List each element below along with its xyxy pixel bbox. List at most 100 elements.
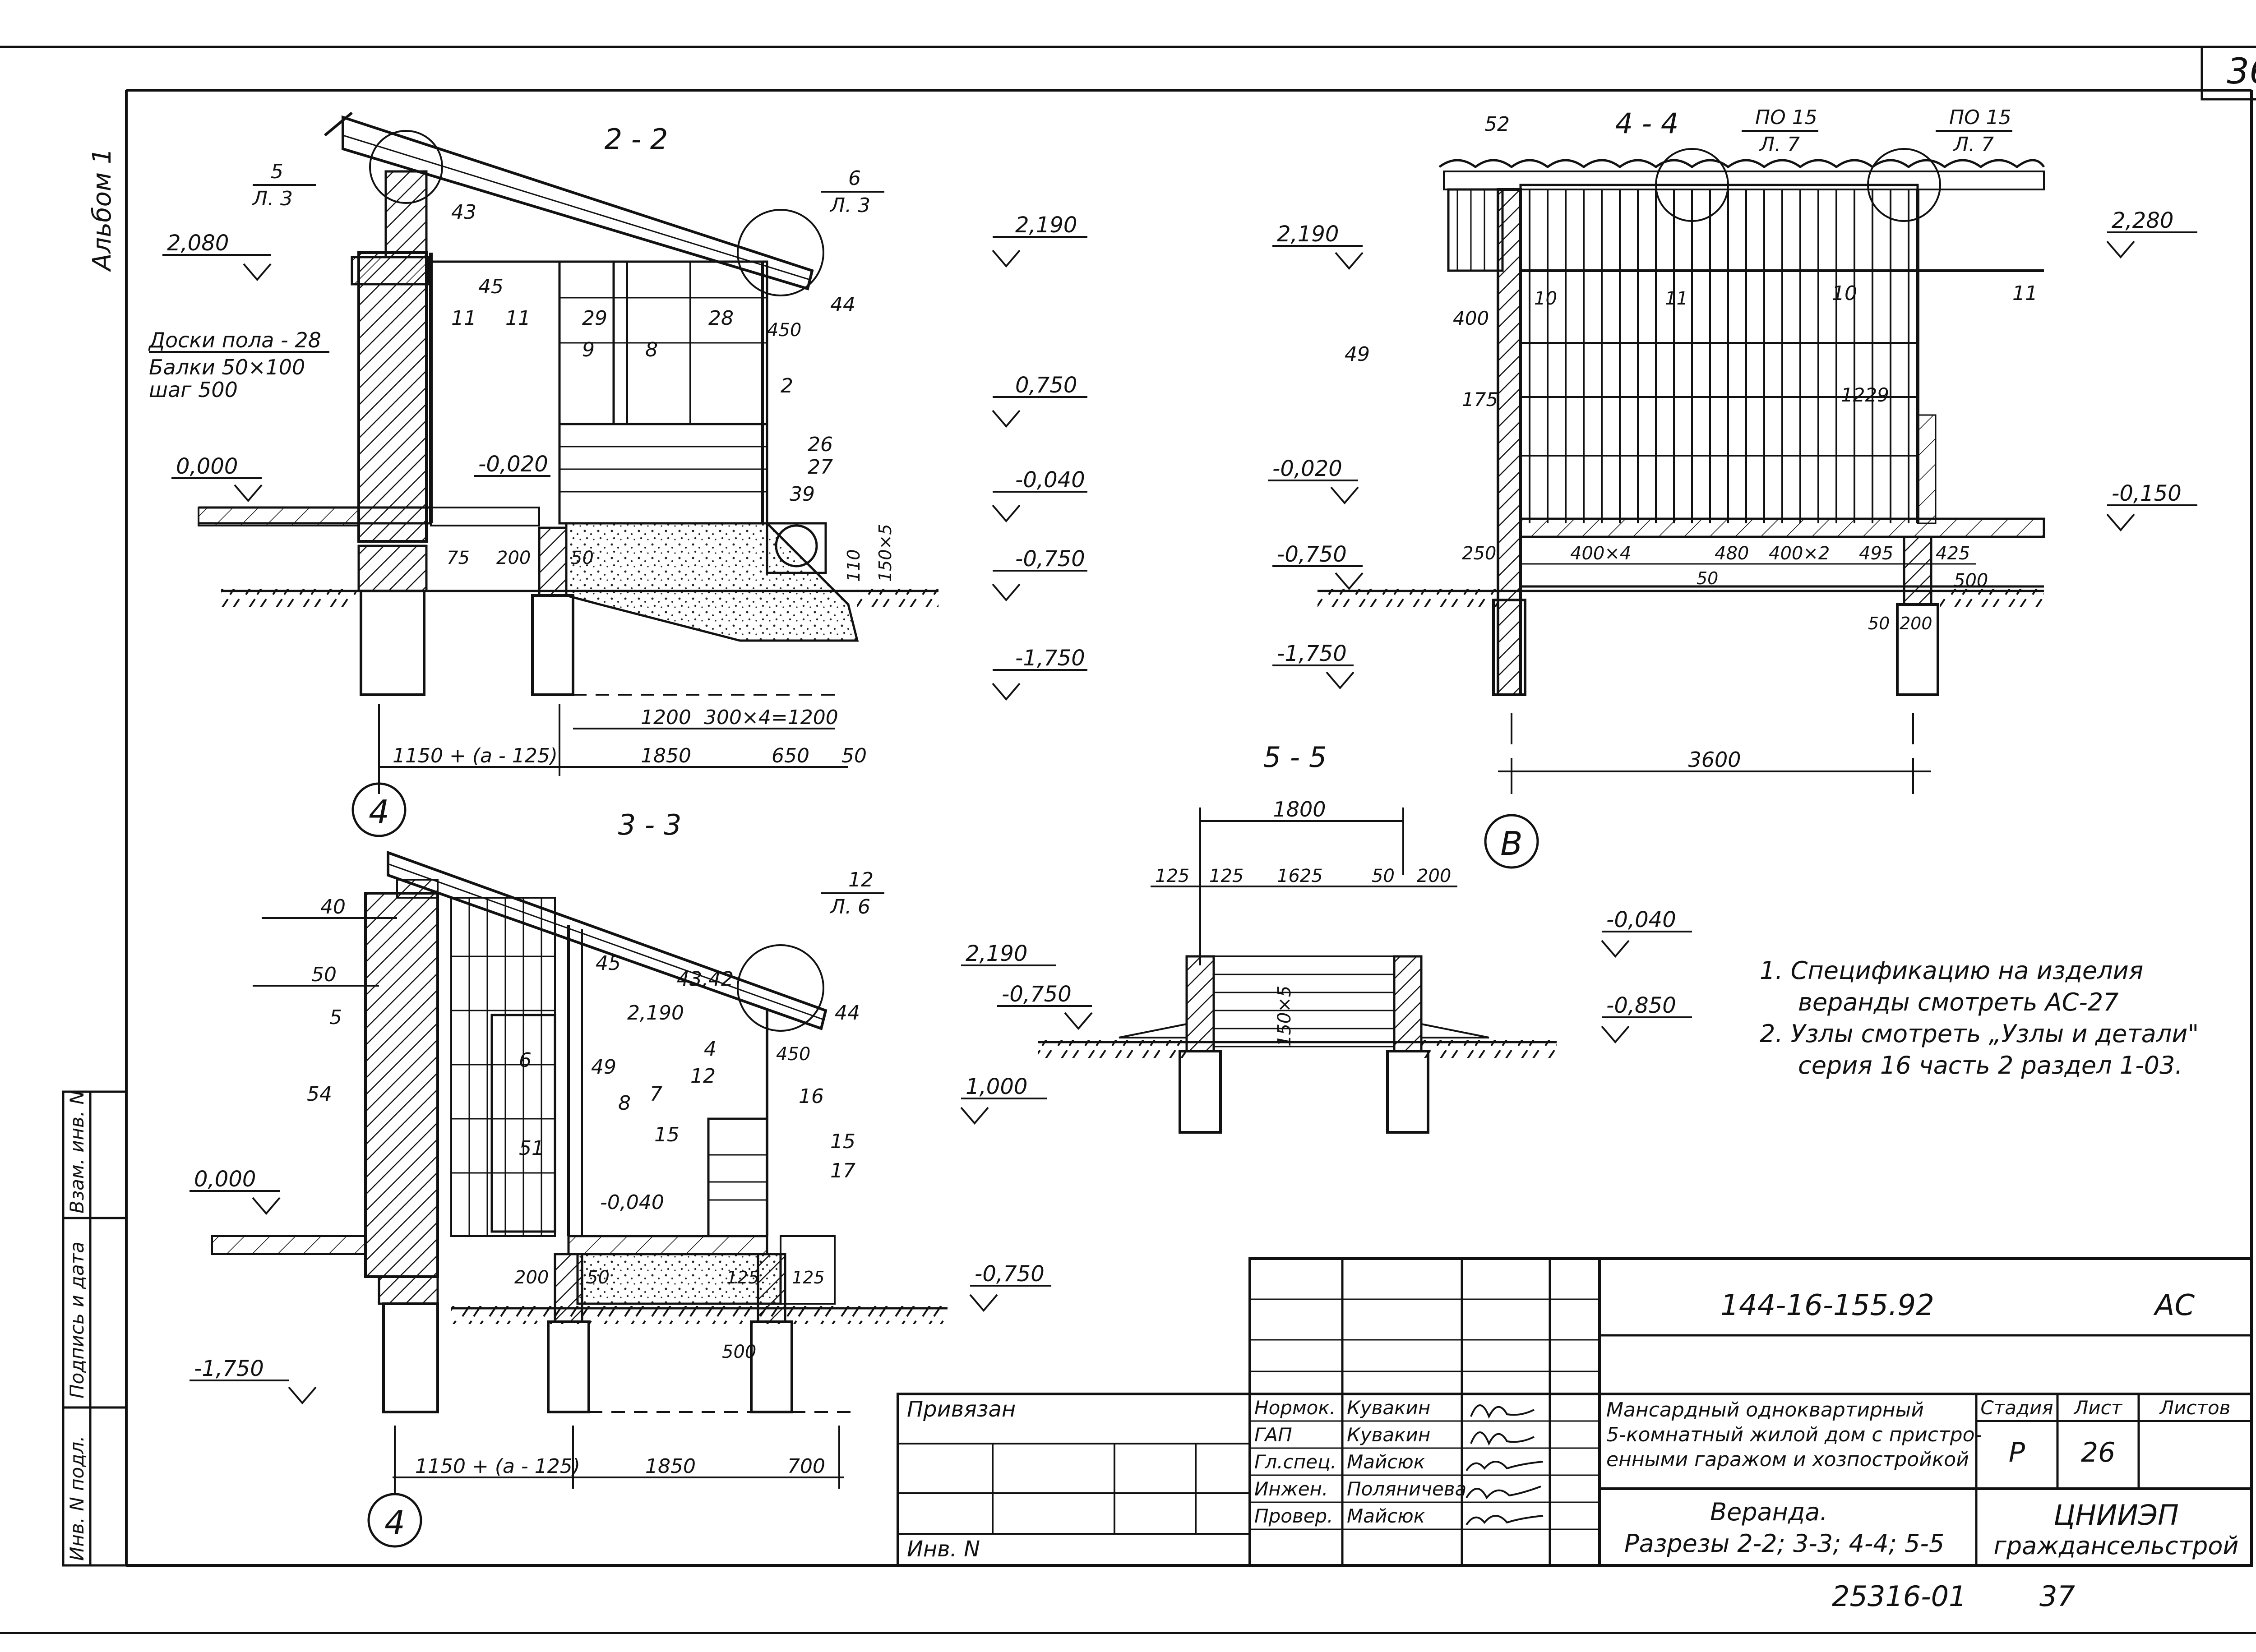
dim-480: 480 — [1715, 543, 1749, 564]
mark-11b-44: 11 — [2012, 282, 2038, 305]
mark-27: 27 — [808, 456, 833, 479]
level-0850-neg: -0,850 — [1606, 993, 1676, 1018]
level-0000-33: 0,000 — [194, 1167, 256, 1192]
callout-6-l3: 6 — [848, 167, 861, 190]
stamp-vzam-inv: Взам. инв. N — [66, 1090, 88, 1214]
mark-49: 49 — [1345, 343, 1370, 366]
level-0750-neg: -0,750 — [1015, 546, 1085, 572]
dim-150x5: 150×5 — [875, 524, 895, 582]
note-2-line-1: 2. Узлы смотреть „Узлы и детали" — [1760, 1020, 2199, 1048]
dim-1229: 1229 — [1841, 384, 1889, 406]
dim-200-33: 200 — [514, 1267, 549, 1288]
detail-circle-12-l6 — [737, 944, 824, 1032]
mark-43-42: 43,42 — [677, 968, 734, 991]
note-1-line-2: веранды смотреть АС-27 — [1798, 988, 2119, 1016]
callout-12-l6: 12 — [848, 868, 874, 891]
level-2190-44: 2,190 — [1277, 221, 1339, 247]
section-title-3-3: 3 - 3 — [618, 808, 682, 841]
mark-5-33: 5 — [329, 1006, 342, 1029]
level-0750n-55: -0,750 — [1002, 982, 1072, 1007]
dim-200-55: 200 — [1417, 866, 1451, 886]
level-1000: 1,000 — [966, 1074, 1027, 1099]
level-0020n-44: -0,020 — [1272, 456, 1342, 481]
project-line-1: Мансардный одноквартирный — [1606, 1398, 1924, 1421]
sheet-header: Лист — [2073, 1397, 2123, 1419]
dim-125a-55: 125 — [1155, 866, 1189, 886]
mark-50: 50 — [311, 963, 337, 986]
level-0040-neg: -0,040 — [1015, 467, 1085, 493]
dim-50-44a: 50 — [1697, 568, 1718, 588]
note-1-line-1: 1. Спецификацию на изделия — [1760, 956, 2143, 985]
page-number: 36 — [2227, 51, 2256, 92]
dim-175: 175 — [1462, 388, 1498, 411]
dim-425: 425 — [1936, 543, 1970, 564]
notes-block: 1. Спецификацию на изделия веранды смотр… — [1760, 956, 2199, 1080]
axis-4-bottom: 4 — [384, 1504, 405, 1541]
stamp-inv-podl: Инв. N подл. — [66, 1436, 88, 1561]
section-4-4: 4 - 4 — [1318, 107, 2045, 869]
name-prover: Майсюк — [1347, 1505, 1425, 1527]
dim-495: 495 — [1859, 543, 1893, 564]
mark-11b: 11 — [505, 307, 531, 330]
mark-28: 28 — [708, 307, 734, 330]
dim-400x2: 400×2 — [1769, 543, 1830, 564]
level-0750n-33: -0,750 — [975, 1261, 1045, 1287]
dim-125a-33: 125 — [726, 1268, 759, 1287]
levels-column-2-2: 2,190 0,750 -0,040 -0,750 -1,750 — [992, 212, 1087, 701]
mark-10b: 10 — [1832, 282, 1857, 305]
stage-value: Р — [2009, 1437, 2025, 1468]
mark-51: 51 — [519, 1137, 544, 1160]
name-glspec: Майсюк — [1347, 1451, 1425, 1473]
mark-11a: 11 — [451, 307, 476, 330]
side-stamp: Инв. N подл. Подпись и дата Взам. инв. N — [62, 1090, 128, 1567]
level-0750: 0,750 — [1015, 373, 1077, 398]
callout-po15-b: ПО 15 — [1949, 106, 2011, 129]
dim-1150a: 1150 + (а - 125) — [393, 744, 558, 767]
mark-6-33: 6 — [519, 1049, 532, 1072]
level-1750-neg: -1,750 — [1015, 646, 1085, 671]
detail-circle-step — [775, 524, 818, 568]
mark-12: 12 — [690, 1065, 716, 1088]
dim-110: 110 — [844, 549, 864, 582]
callout-5-l3-sheet: Л. 3 — [252, 187, 293, 210]
sheet-title: Веранда. — [1710, 1498, 1828, 1526]
dim-1625-55: 1625 — [1277, 866, 1323, 886]
stage-header: Стадия — [1980, 1397, 2053, 1419]
level-1750n-44: -1,750 — [1277, 641, 1347, 666]
levels-5-5: 2,190 -0,750 1,000 -0,040 -0,850 — [960, 907, 1692, 1125]
detail-circle-po15-b — [1867, 148, 1941, 222]
role-glspec: Гл.спец. — [1254, 1451, 1336, 1473]
mark-11a-44: 11 — [1665, 288, 1688, 309]
note-2-line-2: серия 16 часть 2 раздел 1-03. — [1798, 1051, 2183, 1080]
dim-300x4: 300×4=1200 — [704, 706, 838, 729]
dim-450-33: 450 — [776, 1044, 810, 1065]
mark-44-33: 44 — [835, 1001, 860, 1024]
project-line-3: енными гаражом и хозпостройкой — [1606, 1448, 1969, 1471]
axis-4-top: 4 — [369, 793, 389, 831]
role-prover: Провер. — [1254, 1505, 1333, 1527]
section-5-5: 5 - 5 1800 125 125 1625 50 200 150×5 — [1038, 741, 1557, 1134]
doc-code: 144-16-155.92 — [1720, 1289, 1934, 1322]
callout-12-l6-sheet: Л. 6 — [829, 895, 870, 918]
labels-4-4: 52 ПО 15 Л. 7 ПО 15 Л. 7 2,190 2,280 -0,… — [1268, 106, 2197, 772]
mark-54: 54 — [307, 1083, 332, 1106]
name-normok: Кувакин — [1347, 1397, 1430, 1419]
dim-700-33: 700 — [787, 1455, 825, 1478]
labels-3-3: 40 50 5 54 6 51 45 43,42 49 8 7 4 12 16 … — [190, 868, 1051, 1478]
dim-1200: 1200 — [641, 706, 691, 729]
level-0150-neg: -0,150 — [2112, 481, 2182, 506]
sheet-subtitle: Разрезы 2-2; 3-3; 4-4; 5-5 — [1624, 1529, 1944, 1558]
dim-200-44: 200 — [1900, 614, 1932, 633]
mark-17: 17 — [830, 1159, 855, 1182]
detail-circle-5-l3 — [369, 130, 443, 204]
mark-49-33: 49 — [591, 1056, 616, 1079]
section-3-3: 3 - 3 — [211, 808, 948, 1548]
dim-1150a-33: 1150 + (а - 125) — [415, 1455, 580, 1478]
mark-44: 44 — [830, 293, 855, 316]
labels-2-2: 5 Л. 3 6 Л. 3 2,080 Доски пола - 28 Балк… — [148, 160, 895, 837]
callout-po15-b-sheet: Л. 7 — [1953, 133, 1994, 156]
dim-50-33: 50 — [587, 1267, 610, 1288]
dim-250: 250 — [1462, 543, 1496, 564]
mark-16: 16 — [799, 1085, 824, 1108]
name-inzhen: Поляничева — [1347, 1478, 1466, 1500]
